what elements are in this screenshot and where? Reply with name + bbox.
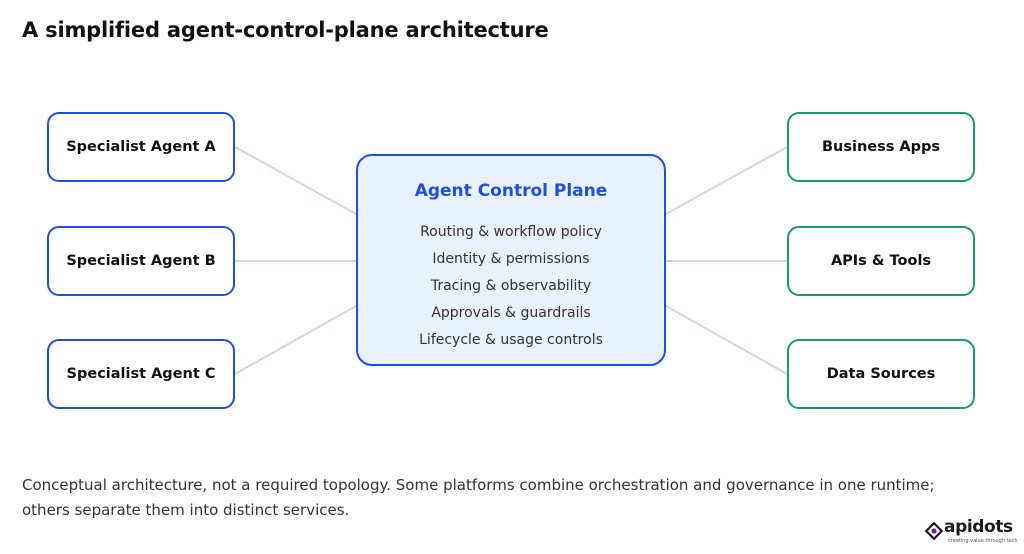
brand-tagline: creating value through tech	[948, 538, 1018, 544]
connector-business-apps	[665, 146, 788, 215]
node-label: Business Apps	[821, 139, 941, 155]
node-label: Specialist Agent C	[66, 366, 216, 382]
brand-logo: apidots creating value through tech	[924, 517, 1018, 548]
caption-line: Conceptual architecture, not a required …	[22, 476, 935, 494]
caption-line: others separate them into distinct servi…	[22, 501, 350, 519]
apis-tools-node: APIs & Tools	[787, 226, 975, 296]
node-label: APIs & Tools	[830, 253, 932, 269]
specialist-agent-a-node: Specialist Agent A	[47, 112, 235, 182]
hub-title: Agent Control Plane	[414, 181, 608, 201]
connector-agent-a	[234, 146, 357, 215]
hub-capability-item: Approvals & guardrails	[431, 305, 591, 321]
specialist-agent-c-node: Specialist Agent C	[47, 339, 235, 409]
apidots-logo-icon	[924, 521, 944, 541]
business-apps-node: Business Apps	[787, 112, 975, 182]
node-label: Specialist Agent A	[66, 139, 216, 155]
hub-capability-item: Identity & permissions	[432, 251, 590, 267]
hub-capability-item: Tracing & observability	[430, 278, 592, 294]
node-label: Specialist Agent B	[66, 253, 216, 269]
specialist-agent-b-node: Specialist Agent B	[47, 226, 235, 296]
node-label: Data Sources	[826, 366, 936, 382]
agent-control-plane-hub: Agent Control Plane Routing & workflow p…	[356, 154, 666, 366]
connector-data-sources	[665, 305, 788, 375]
diagram-caption: Conceptual architecture, not a required …	[22, 473, 1002, 523]
connector-agent-c	[234, 305, 357, 375]
hub-capability-item: Lifecycle & usage controls	[419, 332, 603, 348]
data-sources-node: Data Sources	[787, 339, 975, 409]
diagram-title: A simplified agent-control-plane archite…	[22, 18, 549, 42]
hub-capability-item: Routing & workflow policy	[420, 224, 602, 240]
brand-name: apidots	[944, 517, 1013, 537]
hub-capability-list: Routing & workflow policy Identity & per…	[358, 219, 664, 354]
